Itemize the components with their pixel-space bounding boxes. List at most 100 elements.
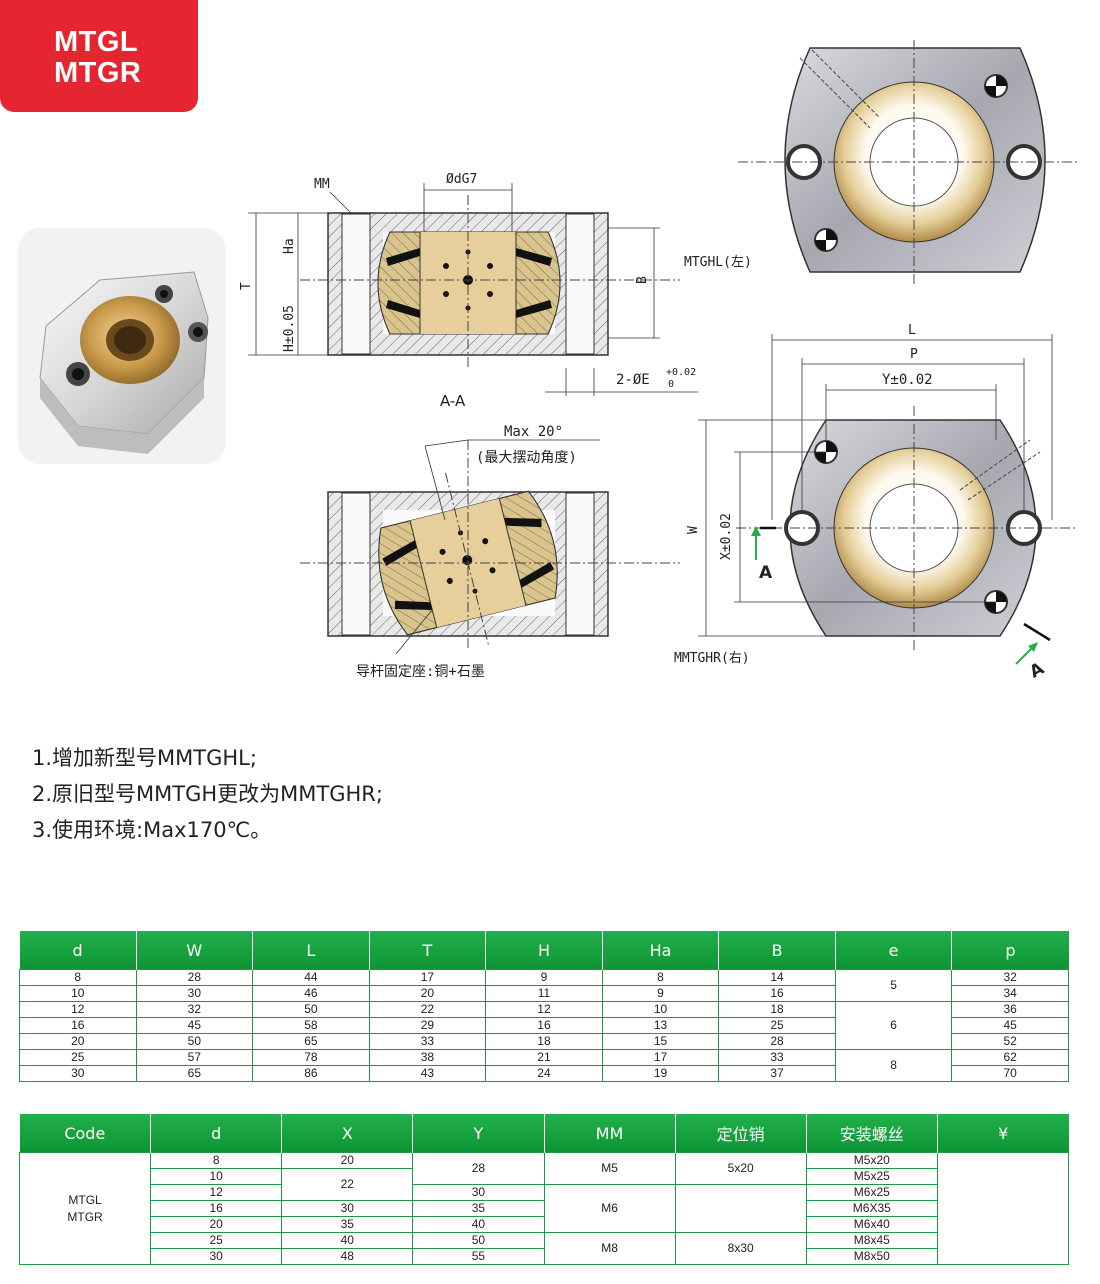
notes: 1.增加新型号MMTGHL; 2.原旧型号MMTGH更改为MMTGHR; 3.使… (32, 740, 383, 848)
col-header: d (19, 931, 137, 970)
cell: 20 (281, 1152, 414, 1169)
cell: 19 (601, 1065, 720, 1082)
cell: M8 (543, 1232, 676, 1265)
cell: M6 (543, 1184, 676, 1233)
flange-view-right (698, 334, 1078, 665)
cell: 17 (368, 969, 487, 986)
cell: 16 (718, 985, 836, 1002)
cell: 78 (252, 1049, 370, 1066)
cell: 36 (951, 1001, 1069, 1018)
cell: 10 (19, 985, 137, 1002)
col-header: Ha (601, 931, 719, 970)
cell: 8 (150, 1152, 283, 1169)
cell: 44 (252, 969, 370, 986)
cell: 50 (135, 1033, 254, 1050)
cell: 57 (135, 1049, 254, 1066)
cell (674, 1184, 807, 1233)
label-p: P (910, 347, 918, 362)
table-row: 30 65 86 43 24 19 37 70 (19, 1065, 1069, 1082)
label-x: X±0.02 (719, 513, 734, 560)
cell: 30 (19, 1065, 137, 1082)
dimension-table: d W L T H Ha B e p 8 28 44 17 9 8 14 5 3… (19, 931, 1069, 1082)
cell: 45 (135, 1017, 254, 1034)
cell: 32 (951, 969, 1069, 986)
cell: 28 (412, 1152, 545, 1185)
label-mm: MM (314, 177, 330, 192)
label-y: Y±0.02 (882, 372, 933, 388)
code-table: Code d X Y MM 定位销 安装螺丝 ¥ MTGL MTGR 8 20 … (18, 1114, 1070, 1265)
cell: 28 (718, 1033, 836, 1050)
cell: 24 (485, 1065, 603, 1082)
label-w: W (686, 526, 701, 534)
cell: 28 (135, 969, 254, 986)
col-header: p (951, 931, 1069, 970)
col-header: d (150, 1114, 282, 1153)
cell-code: MTGL MTGR (18, 1152, 152, 1265)
note-3: 3.使用环境:Max170℃。 (32, 818, 272, 842)
cell: 30 (412, 1184, 545, 1201)
label-dg7: ØdG7 (446, 172, 477, 187)
cell-e-group: 8 (834, 1049, 953, 1082)
cell: 30 (281, 1200, 414, 1217)
label-section: A-A (440, 392, 466, 410)
cell: 65 (252, 1033, 370, 1050)
cell: 22 (281, 1168, 414, 1201)
section-view-top (248, 183, 698, 396)
cell: 22 (368, 1001, 487, 1018)
label-l: L (908, 323, 916, 338)
cell: 43 (368, 1065, 487, 1082)
cell-e-group: 6 (834, 1001, 953, 1050)
product-photo-image (39, 271, 209, 454)
cell: M8x45 (805, 1232, 938, 1249)
cell: 45 (951, 1017, 1069, 1034)
col-header: T (368, 931, 486, 970)
table-header-row: d W L T H Ha B e p (19, 931, 1069, 970)
cell: 32 (135, 1001, 254, 1018)
cell: 48 (281, 1248, 414, 1265)
label-h: H±0.05 (282, 305, 297, 352)
model-badge: MTGL MTGR (0, 0, 198, 112)
flange-view-left (738, 40, 1078, 284)
table-row: 12 32 50 22 12 10 18 6 36 (19, 1001, 1069, 1050)
note-1: 1.增加新型号MMTGHL; (32, 746, 257, 770)
cell: 12 (150, 1184, 283, 1201)
cell: 9 (485, 969, 603, 986)
cell: 33 (368, 1033, 487, 1050)
cell: 37 (718, 1065, 836, 1082)
cell: 35 (412, 1200, 545, 1217)
cell: 25 (718, 1017, 836, 1034)
cell: 30 (135, 985, 254, 1002)
product-photo (18, 228, 226, 464)
badge-line-1: MTGL (54, 26, 139, 58)
cell: 35 (281, 1216, 414, 1233)
label-left-model: MTGHL(左) (684, 255, 752, 270)
label-max-angle-note: (最大摆动角度) (476, 450, 577, 466)
label-arrow-a-2: A (1026, 658, 1048, 682)
cell: 5x20 (674, 1152, 807, 1185)
cell: M8x50 (805, 1248, 938, 1265)
cell: 55 (412, 1248, 545, 1265)
cell: 65 (135, 1065, 254, 1082)
section-view-tilted (300, 439, 680, 655)
col-header: MM (543, 1114, 676, 1153)
table-row: 30 48 55 M8x50 (20, 1248, 1069, 1265)
cell: 15 (601, 1033, 720, 1050)
col-header: 定位销 (674, 1114, 807, 1153)
cell: M5x20 (805, 1152, 938, 1169)
col-header: Y (412, 1114, 544, 1153)
cell: 34 (951, 985, 1069, 1002)
cell: 8x30 (674, 1232, 807, 1265)
cell: 10 (601, 1001, 720, 1018)
col-header: Code (19, 1114, 151, 1153)
col-header: H (485, 931, 603, 970)
cell: 40 (412, 1216, 545, 1233)
col-header: e (834, 931, 952, 970)
cell: 38 (368, 1049, 487, 1066)
table-row: 8 28 44 17 9 8 14 5 32 (19, 969, 1069, 1002)
cell: 40 (281, 1232, 414, 1249)
cell: 25 (150, 1232, 283, 1249)
cell: 9 (601, 985, 720, 1002)
table-row: 25 40 50 M8 8x30 M8x45 (20, 1232, 1069, 1265)
col-header: 安装螺丝 (805, 1114, 938, 1153)
cell: 50 (412, 1232, 545, 1249)
